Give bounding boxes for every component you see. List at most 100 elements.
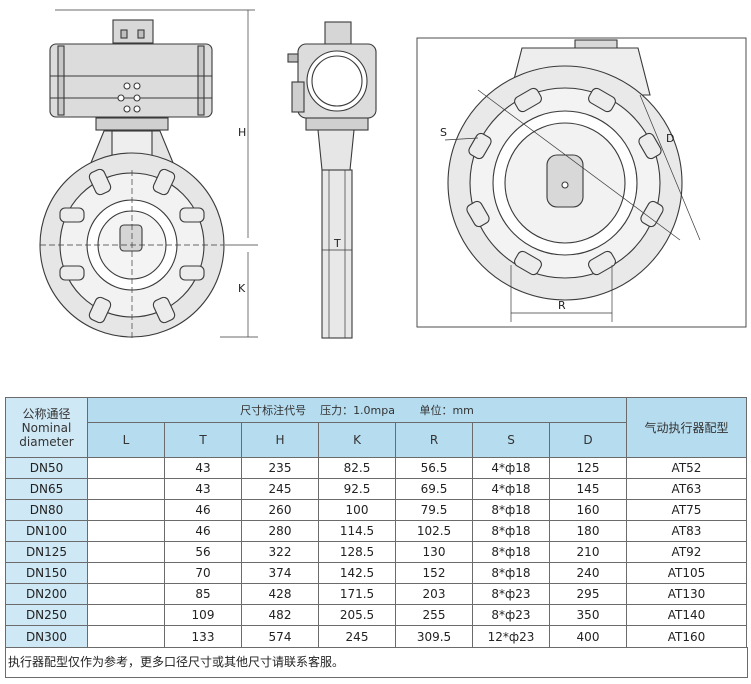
cell-k: 205.5: [318, 604, 396, 626]
cell-r: 69.5: [395, 478, 473, 500]
cell-d: 180: [549, 520, 627, 542]
actuator-header: 气动执行器配型: [626, 397, 747, 458]
spec-table: 公称通径 Nominal diameter 尺寸标注代号 压力：1.0mpa 单…: [5, 397, 747, 648]
dim-label-d: D: [666, 132, 674, 145]
cell-k: 92.5: [318, 478, 396, 500]
cell-actuator: AT52: [626, 457, 747, 479]
cell-r: 309.5: [395, 625, 473, 648]
cell-l: [87, 478, 165, 500]
cell-r: 255: [395, 604, 473, 626]
cell-r: 130: [395, 541, 473, 563]
cell-s: 8*ф18: [472, 562, 550, 584]
cell-k: 142.5: [318, 562, 396, 584]
cell-l: [87, 541, 165, 563]
cell-dn: DN125: [5, 541, 88, 563]
cell-actuator: AT140: [626, 604, 747, 626]
cell-s: 8*ф23: [472, 583, 550, 605]
cell-t: 46: [164, 499, 242, 521]
technical-drawing: H K T S D R: [39, 9, 747, 340]
cell-s: 12*ф23: [472, 625, 550, 648]
column-header-l: L: [87, 422, 165, 458]
cell-actuator: AT83: [626, 520, 747, 542]
cell-d: 160: [549, 499, 627, 521]
cell-h: 374: [241, 562, 319, 584]
cell-dn: DN250: [5, 604, 88, 626]
cell-dn: DN50: [5, 457, 88, 479]
cell-k: 128.5: [318, 541, 396, 563]
dim-label-s: S: [440, 126, 447, 139]
cell-dn: DN200: [5, 583, 88, 605]
cell-l: [87, 562, 165, 584]
cell-r: 79.5: [395, 499, 473, 521]
column-header-s: S: [472, 422, 550, 458]
cell-actuator: AT75: [626, 499, 747, 521]
column-header-k: K: [318, 422, 396, 458]
cell-k: 114.5: [318, 520, 396, 542]
cell-t: 56: [164, 541, 242, 563]
cell-actuator: AT63: [626, 478, 747, 500]
cell-actuator: AT160: [626, 625, 747, 648]
cell-d: 295: [549, 583, 627, 605]
column-header-r: R: [395, 422, 473, 458]
dim-label-r: R: [558, 299, 566, 312]
cell-dn: DN80: [5, 499, 88, 521]
cell-d: 400: [549, 625, 627, 648]
cell-d: 210: [549, 541, 627, 563]
column-header-t: T: [164, 422, 242, 458]
cell-s: 8*ф18: [472, 499, 550, 521]
side-view: [287, 21, 377, 339]
cell-t: 109: [164, 604, 242, 626]
cell-r: 102.5: [395, 520, 473, 542]
cell-h: 428: [241, 583, 319, 605]
dim-label-k: K: [238, 282, 246, 295]
nominal-diameter-header: 公称通径 Nominal diameter: [5, 397, 88, 458]
cell-r: 203: [395, 583, 473, 605]
cell-h: 482: [241, 604, 319, 626]
cell-t: 43: [164, 478, 242, 500]
cell-s: 4*ф18: [472, 457, 550, 479]
cell-actuator: AT105: [626, 562, 747, 584]
cell-h: 322: [241, 541, 319, 563]
cell-t: 46: [164, 520, 242, 542]
cell-d: 350: [549, 604, 627, 626]
column-header-h: H: [241, 422, 319, 458]
table-note: 执行器配型仅作为参考，更多口径尺寸或其他尺寸请联系客服。: [5, 647, 748, 678]
cell-k: 171.5: [318, 583, 396, 605]
cell-s: 8*ф23: [472, 604, 550, 626]
cell-d: 125: [549, 457, 627, 479]
cell-r: 152: [395, 562, 473, 584]
cell-s: 8*ф18: [472, 520, 550, 542]
column-header-d: D: [549, 422, 627, 458]
cell-t: 85: [164, 583, 242, 605]
cell-k: 100: [318, 499, 396, 521]
cell-l: [87, 604, 165, 626]
cell-h: 574: [241, 625, 319, 648]
cell-h: 260: [241, 499, 319, 521]
cell-t: 43: [164, 457, 242, 479]
cell-l: [87, 499, 165, 521]
cell-actuator: AT92: [626, 541, 747, 563]
cell-l: [87, 625, 165, 648]
cell-s: 8*ф18: [472, 541, 550, 563]
drawing-svg: H K T S D R: [39, 9, 747, 340]
cell-s: 4*ф18: [472, 478, 550, 500]
cell-t: 70: [164, 562, 242, 584]
cell-dn: DN100: [5, 520, 88, 542]
dim-label-h: H: [238, 126, 246, 139]
cell-actuator: AT130: [626, 583, 747, 605]
cell-l: [87, 457, 165, 479]
cell-h: 245: [241, 478, 319, 500]
dim-label-t: T: [333, 237, 341, 250]
front-view: [39, 9, 258, 340]
cell-k: 245: [318, 625, 396, 648]
cell-r: 56.5: [395, 457, 473, 479]
